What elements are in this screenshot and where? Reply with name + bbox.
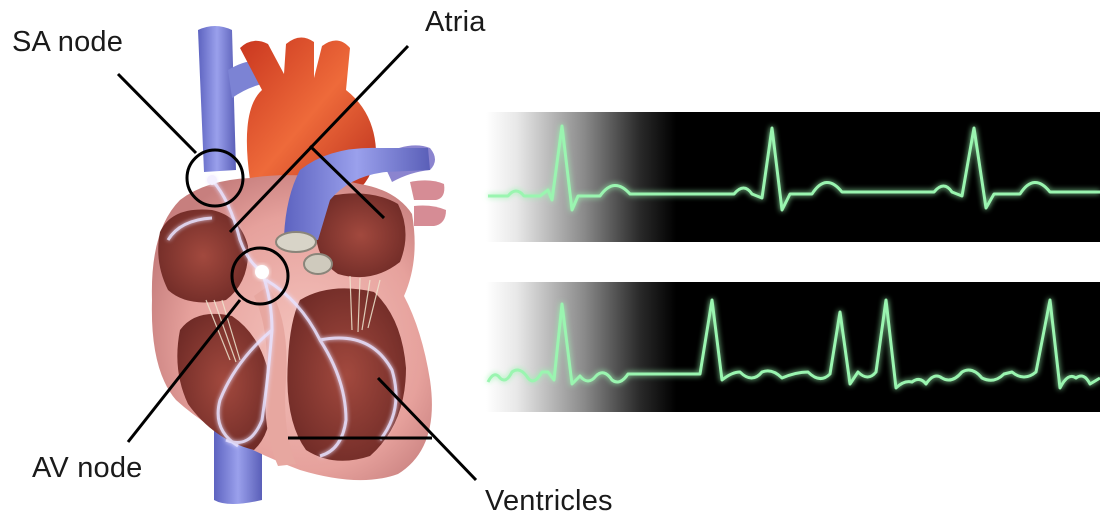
pulmonary-vein-low [414, 206, 446, 227]
ecg-strip-arrhythmia-background [486, 282, 1100, 412]
av-node-label: AV node [32, 452, 143, 485]
mitral-valve [304, 254, 332, 274]
ventricles-label: Ventricles [485, 485, 613, 515]
av-node-glow [255, 265, 269, 279]
sa-node-label: SA node [12, 26, 123, 59]
aortic-valve [276, 232, 316, 252]
ecg-strip-arrhythmia [486, 282, 1100, 412]
heart-illustration [152, 26, 446, 504]
sa-node-leader-line [118, 74, 196, 153]
atria-label: Atria [425, 6, 486, 39]
ecg-strip-normal [486, 112, 1100, 242]
sa-node-glow [207, 175, 217, 185]
pulmonary-vein-mid [410, 180, 444, 200]
ecg-strip-normal-background [486, 112, 1100, 242]
